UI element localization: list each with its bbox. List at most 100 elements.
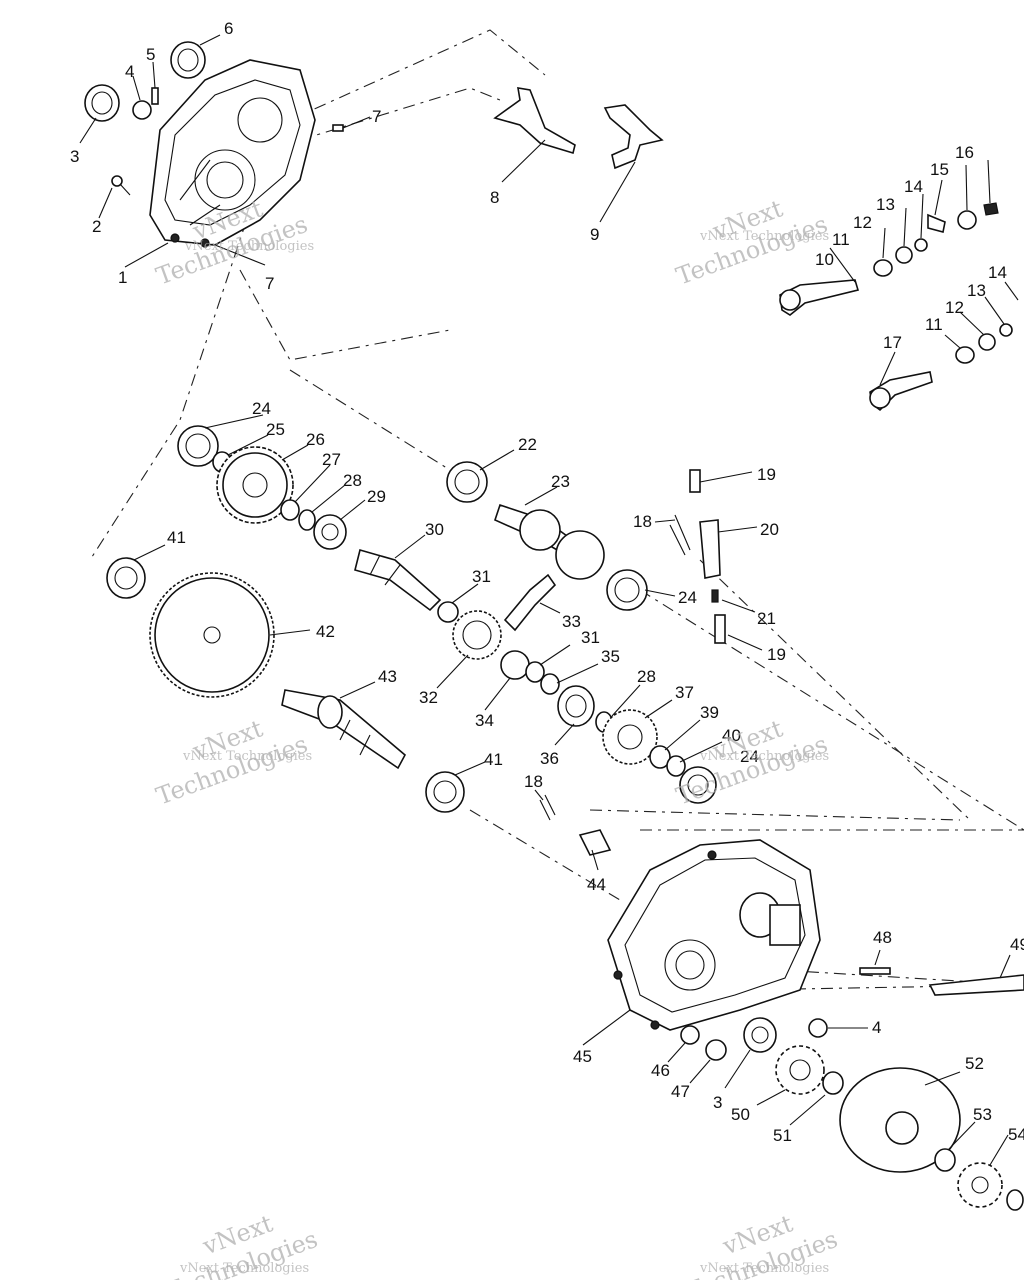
shaft-49: [928, 974, 1024, 996]
shift-shaft-10: [779, 279, 860, 316]
sprocket-54: [957, 1162, 1024, 1211]
ring-31-upper: [437, 601, 459, 623]
washers-row-2: [955, 323, 1013, 364]
callout-1: 1: [118, 268, 127, 287]
callout-24-center: 24: [678, 588, 697, 607]
gear-37: [602, 709, 658, 765]
callout-14-top: 14: [904, 177, 923, 196]
callout-48: 48: [873, 928, 892, 947]
callout-7-top: 7: [372, 107, 381, 126]
bearing-39: [649, 745, 671, 769]
washer-53: [934, 1148, 956, 1172]
callout-15: 15: [930, 160, 949, 179]
washers-row-1: [873, 202, 999, 277]
callout-12-bottom: 12: [945, 298, 964, 317]
callout-numbers: 1 2 3 4 5 6 7 7 8 9 10 11 12 13 14 15 16…: [70, 19, 1024, 1145]
bearing-34: [500, 650, 530, 680]
callout-17: 17: [883, 333, 902, 352]
washer-28-left: [298, 509, 316, 531]
washer-27: [280, 499, 300, 521]
shaft-23: [494, 503, 605, 580]
callout-42: 42: [316, 622, 335, 641]
watermark-3-small: vNext Technologies: [182, 749, 312, 764]
shift-fork-8: [493, 87, 576, 155]
detent-parts-top: [669, 469, 726, 644]
callout-19-top: 19: [757, 465, 776, 484]
detent-parts-bottom: [539, 794, 612, 856]
screw-2: [111, 175, 131, 196]
callout-40: 40: [722, 726, 741, 745]
callout-35: 35: [601, 647, 620, 666]
collar-36: [557, 685, 595, 727]
ring-35: [540, 673, 560, 695]
callout-23: 23: [551, 472, 570, 491]
leader-lines: [79, 34, 1019, 1166]
callout-30: 30: [425, 520, 444, 539]
callout-31-lower: 31: [581, 628, 600, 647]
callout-10: 10: [815, 250, 834, 269]
callout-32: 32: [419, 688, 438, 707]
callout-26: 26: [306, 430, 325, 449]
callout-4: 4: [125, 62, 134, 81]
callout-53: 53: [973, 1105, 992, 1124]
callout-4-bottom: 4: [872, 1018, 881, 1037]
chain-33: [503, 573, 557, 632]
callout-18-top: 18: [633, 512, 652, 531]
callout-47: 47: [671, 1082, 690, 1101]
left-case-cover: [149, 59, 316, 248]
callout-5: 5: [146, 45, 155, 64]
callout-24-right: 24: [740, 747, 759, 766]
pin-5: [151, 87, 159, 105]
callout-54: 54: [1008, 1125, 1024, 1144]
callout-37: 37: [675, 683, 694, 702]
bearing-41-top: [106, 557, 146, 599]
callout-12-top: 12: [853, 213, 872, 232]
callout-44: 44: [587, 875, 606, 894]
callout-41-top: 41: [167, 528, 186, 547]
callout-46: 46: [651, 1061, 670, 1080]
callout-51: 51: [773, 1126, 792, 1145]
dowel-7: [332, 124, 344, 132]
callout-11-bottom: 11: [925, 315, 943, 334]
shift-fork-9: [603, 104, 664, 170]
callout-8: 8: [490, 188, 499, 207]
callout-3: 3: [70, 147, 79, 166]
nut-4-bottom: [808, 1018, 828, 1038]
callout-52: 52: [965, 1054, 984, 1073]
output-shaft-43: [281, 689, 407, 770]
bearing-22: [446, 461, 488, 503]
callout-7-bottom: 7: [265, 274, 274, 293]
callout-28-right: 28: [637, 667, 656, 686]
callout-41-bottom: 41: [484, 750, 503, 769]
callout-14-bottom: 14: [988, 263, 1007, 282]
bearing-24-left: [177, 425, 219, 467]
bearing-24-center: [606, 569, 648, 611]
callout-25: 25: [266, 420, 285, 439]
callout-24-left: 24: [252, 399, 271, 418]
sprocket-50: [775, 1045, 825, 1095]
callout-27: 27: [322, 450, 341, 469]
callout-49: 49: [1010, 935, 1024, 954]
seal-6: [170, 41, 206, 79]
callout-39: 39: [700, 703, 719, 722]
bearing-41-bottom: [425, 771, 465, 813]
watermark-4-small: vNext Technologies: [699, 749, 829, 764]
callout-21: 21: [757, 609, 776, 628]
seal-3: [84, 84, 120, 122]
bushing-29: [313, 514, 347, 550]
callout-36: 36: [540, 749, 559, 768]
main-case-45: [607, 839, 821, 1031]
gear-42: [149, 572, 275, 698]
callout-22: 22: [518, 435, 537, 454]
watermark-1-small: vNext Technologies: [184, 239, 314, 254]
watermark-2-small: vNext Technologies: [699, 229, 829, 244]
callout-34: 34: [475, 711, 494, 730]
pin-48: [859, 967, 891, 975]
callout-3-bottom: 3: [713, 1093, 722, 1112]
callout-19-bottom: 19: [767, 645, 786, 664]
callout-33: 33: [562, 612, 581, 631]
callout-9: 9: [590, 225, 599, 244]
callout-18-bottom: 18: [524, 772, 543, 791]
washer-40: [666, 755, 686, 777]
bushing-4: [132, 100, 152, 120]
